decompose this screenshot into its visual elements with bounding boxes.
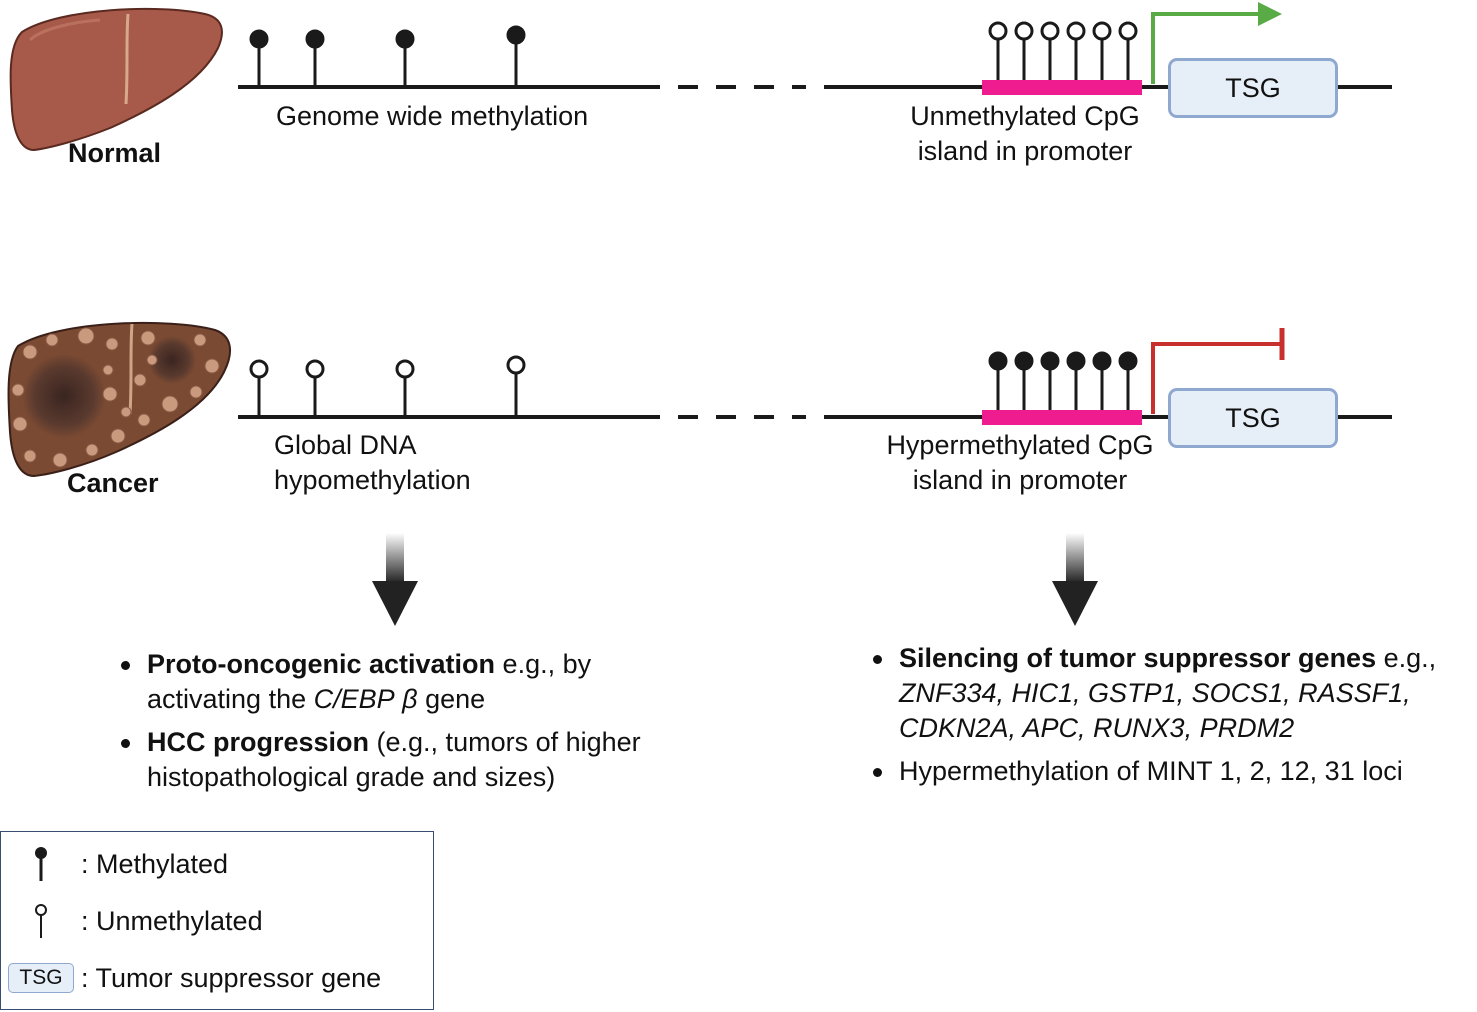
list-item: Hypermethylation of MINT 1, 2, 12, 31 lo… [873,754,1436,789]
normal-left-label: Genome wide methylation [276,101,589,131]
legend-unmethylated: : Unmethylated [1,901,263,941]
normal-methylated-sites [249,25,526,87]
cancer-tsg-gene-box: TSG [1168,388,1338,448]
blocked-transcription-arrow [1151,328,1285,414]
methylated-lollipop-icon [35,847,47,881]
active-transcription-arrow [1151,2,1282,84]
right-outcomes-list: Silencing of tumor suppressor genes e.g.… [873,641,1436,797]
cancer-methylated-cpg [988,351,1138,410]
legend: : Methylated : Unmethylated TSG : Tumor … [0,831,434,1010]
cancer-left-label: Global DNA hypomethylation [274,430,471,495]
cancer-unmethylated-sites [249,355,526,417]
normal-liver-image [9,7,223,152]
cancer-right-label: Hypermethylated CpG island in promoter [886,430,1154,495]
cpg-island-cancer [982,410,1142,425]
tsg-legend-box: TSG [8,963,74,993]
normal-tag: Normal [68,138,162,168]
list-item: Silencing of tumor suppressor genes e.g.… [873,641,1436,746]
normal-right-label: Unmethylated CpG island in promoter [910,101,1140,166]
down-arrow-right [1052,533,1098,626]
cancer-tag: Cancer [67,468,159,498]
legend-methylated: : Methylated [1,844,228,884]
left-outcomes-list: Proto-oncogenic activation e.g., by acti… [121,647,641,803]
list-item: HCC progression (e.g., tumors of higher … [121,725,641,795]
cpg-island-normal [982,80,1142,95]
unmethylated-lollipop-icon [35,904,47,938]
legend-tsg: TSG : Tumor suppressor gene [1,958,381,998]
list-item: Proto-oncogenic activation e.g., by acti… [121,647,641,717]
cancer-liver-image [7,321,232,478]
normal-tsg-gene-box: TSG [1168,58,1338,118]
normal-unmethylated-cpg [988,21,1138,80]
down-arrow-left [372,533,418,626]
